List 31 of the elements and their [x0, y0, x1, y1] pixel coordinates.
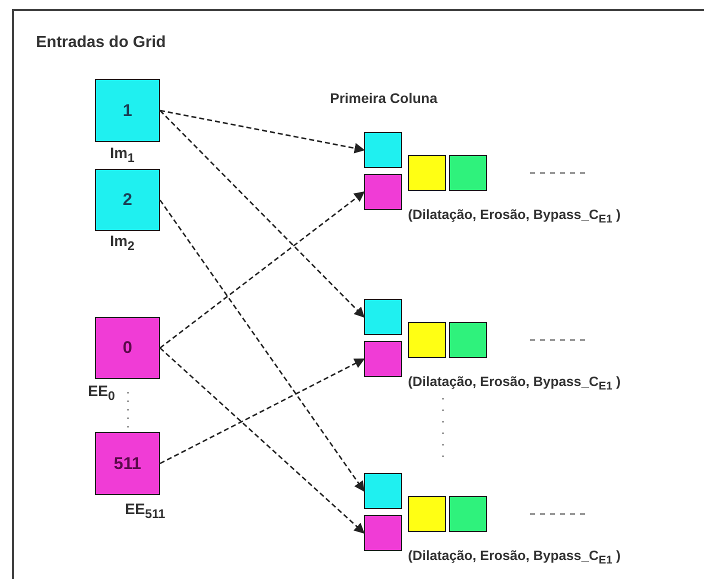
box-caption: EE$_{0}$	[88, 383, 115, 403]
cell-box	[408, 322, 446, 358]
operations-caption: (Dilatação, Erosão, Bypass_C$_{E1}$ )	[408, 374, 621, 393]
arrow	[160, 347, 365, 534]
cell-box	[364, 341, 402, 377]
box-caption: Im$_{1}$	[110, 145, 134, 165]
arrow	[160, 110, 366, 154]
cell-box	[449, 322, 487, 358]
cell-box	[364, 174, 402, 210]
operations-caption: (Dilatação, Erosão, Bypass_C$_{E1}$ )	[408, 548, 621, 567]
cell-box	[408, 496, 446, 532]
arrow	[159, 200, 365, 492]
cell-box	[449, 496, 487, 532]
input-box: 0	[95, 317, 160, 379]
input-box: 511	[95, 432, 160, 495]
input-box: 1	[95, 79, 160, 142]
box-caption: EE$_{511}$	[125, 501, 166, 521]
cell-box	[364, 473, 402, 509]
cell-box	[364, 299, 402, 335]
operations-caption: (Dilatação, Erosão, Bypass_C$_{E1}$ )	[408, 207, 621, 226]
heading: Primeira Coluna	[330, 90, 438, 106]
cell-box	[364, 132, 402, 168]
cell-box	[408, 155, 446, 191]
arrow	[160, 191, 365, 349]
input-box: 2	[95, 169, 160, 231]
cell-box	[449, 155, 487, 191]
cell-box	[364, 515, 402, 551]
arrow	[159, 110, 365, 318]
arrow	[160, 358, 365, 464]
box-caption: Im$_{2}$	[110, 233, 134, 253]
heading: Entradas do Grid	[36, 34, 166, 52]
